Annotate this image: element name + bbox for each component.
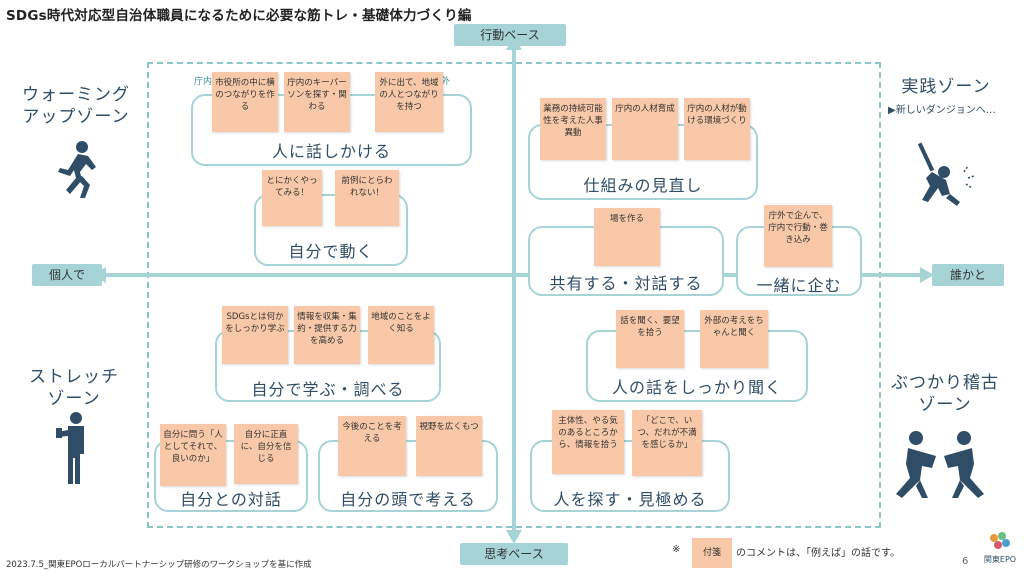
- group-label: 人に話しかける: [271, 142, 391, 161]
- vertical-axis: [512, 46, 516, 536]
- zone-stretch: ストレッチ ゾーン: [29, 367, 119, 409]
- running-person-icon: [58, 141, 96, 198]
- zone-practice-subtitle: ▶新しいダンジョンへ…: [888, 105, 996, 116]
- legend-text: のコメントは、「例えば」の話です。: [736, 548, 900, 559]
- sticky-note: 庁内の人材育成: [612, 98, 678, 160]
- sticky-note: 情報を収集・集約・提供する力を高める: [294, 306, 360, 364]
- arrow-right-icon: [920, 267, 934, 283]
- group-label: 一緒に企む: [756, 276, 842, 295]
- sticky-note: 前例にとらわれない！: [335, 170, 399, 226]
- group-label: 人を探す・見極める: [553, 490, 707, 509]
- group-label: 自分で動く: [288, 242, 374, 261]
- sticky-note: 視野を広くもつ: [416, 416, 482, 476]
- sticky-note: 庁内の人材が動ける環境づくり: [684, 98, 750, 160]
- sticky-note: 場を作る: [594, 208, 660, 266]
- axis-label-bottom: 思考ベース: [460, 543, 568, 565]
- footer-source: 2023.7.5_関東EPOローカルパートナーシップ研修のワークショップを基に作…: [6, 560, 312, 570]
- sticky-note: 話を聞く、要望を拾う: [616, 310, 684, 368]
- sticky-note: 庁外で企んで、庁内で行動・巻き込み: [764, 205, 832, 267]
- sticky-note: 市役所の中に横のつながりを作る: [212, 72, 278, 132]
- tag-internal: 庁内: [194, 77, 213, 87]
- sticky-note: 主体性、やる気のあるところから、情報を拾う: [552, 410, 624, 474]
- legend-sticky-chip: 付箋: [692, 538, 732, 568]
- horizontal-axis: [103, 273, 925, 277]
- stretching-person-icon: [56, 412, 84, 484]
- zone-sparring: ぶつかり稽古 ゾーン: [891, 373, 999, 415]
- sword-fighter-icon: [917, 142, 975, 206]
- epo-logo-icon: 関東EPO: [984, 532, 1016, 564]
- page-title: SDGs時代対応型自治体職員になるために必要な筋トレ・基礎体力づくり編: [6, 8, 472, 24]
- sticky-note: 自分に正直に、自分を信じる: [234, 424, 298, 484]
- group-label: 自分で学ぶ・調べる: [251, 380, 405, 399]
- logo-text: 関東EPO: [984, 554, 1016, 564]
- sticky-note: 外に出て、地域の人とつながりを持つ: [375, 72, 443, 132]
- axis-label-right: 誰かと: [932, 264, 1004, 286]
- sticky-note: 自分に問う「人としてそれで、良いのか」: [160, 424, 226, 486]
- axis-label-left: 個人で: [32, 264, 102, 286]
- axis-label-top: 行動ベース: [454, 24, 566, 46]
- sticky-note: 業務の持続可能性を考えた人事異動: [540, 98, 606, 160]
- group-label: 人の話をしっかり聞く: [611, 378, 782, 397]
- sticky-note: 今後のことを考える: [338, 416, 406, 476]
- group-label: 共有する・対話する: [549, 274, 703, 293]
- sticky-note: 庁内のキーパーソンを探す・関わる: [284, 72, 350, 132]
- sticky-note: とにかくやってみる！: [262, 170, 322, 226]
- sticky-note: 地域のことをよく知る: [368, 306, 434, 364]
- sticky-note: SDGsとは何かをしっかり学ぶ: [222, 306, 288, 364]
- page-number: 6: [962, 556, 969, 567]
- group-label: 自分の頭で考える: [340, 490, 476, 509]
- legend-mark: ※: [672, 544, 681, 555]
- sticky-note: 外部の考えをちゃんと聞く: [700, 310, 768, 368]
- arrow-down-icon: [506, 530, 522, 544]
- zone-warmup: ウォーミング アップゾーン: [22, 85, 130, 127]
- wrestlers-icon: [896, 431, 984, 498]
- sticky-note: 「どこで、いつ、だれが不満を感じるか」: [632, 410, 702, 476]
- group-label: 自分との対話: [180, 490, 282, 509]
- zone-practice: 実践ゾーン: [901, 77, 991, 97]
- group-label: 仕組みの見直し: [583, 176, 703, 195]
